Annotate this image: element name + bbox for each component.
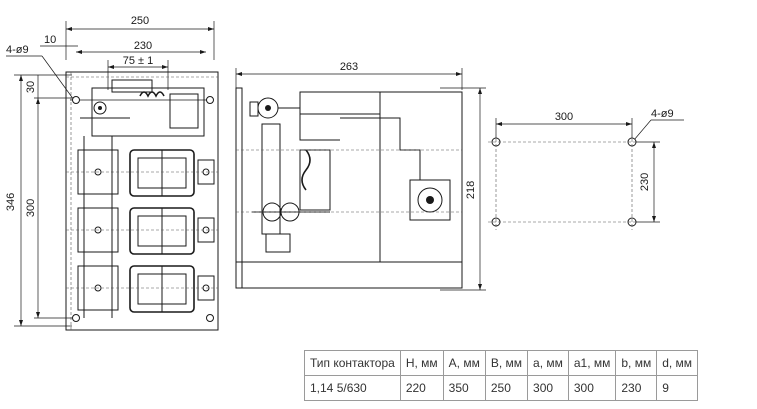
spec-table-header-row: Тип контактора H, мм A, мм B, мм a, мм a…	[304, 350, 699, 376]
dim-front-top-offset: 30	[25, 81, 37, 93]
dim-front-hole-spacing: 230	[134, 40, 152, 52]
spec-cell: 230	[615, 375, 658, 401]
table-row: 1,14 5/630 220 350 250 300 300 230 9	[304, 375, 699, 401]
spec-header-cell: a, мм	[527, 350, 569, 376]
dim-mount-width: 300	[555, 111, 573, 123]
spec-cell: 300	[567, 375, 617, 401]
spec-cell: 9	[656, 375, 699, 401]
dim-mount-height: 230	[639, 173, 651, 191]
spec-cell: 220	[399, 375, 444, 401]
dim-front-holes: 4-ø9	[6, 44, 29, 56]
front-view: 250 10 230 75 ± 1 4-ø9	[5, 15, 219, 331]
pole-1	[66, 149, 218, 197]
spec-cell: 300	[527, 375, 569, 401]
dim-mount-holes: 4-ø9	[651, 108, 674, 120]
pole-3	[66, 265, 218, 313]
dim-front-center-spacing: 75 ± 1	[123, 55, 154, 67]
dim-side-depth: 263	[340, 61, 358, 73]
mounting-holes-view: 300 4-ø9 230	[488, 108, 684, 230]
spec-header-cell: H, мм	[399, 350, 444, 376]
spec-header-cell: Тип контактора	[304, 350, 401, 376]
contactor-drawing: 250 10 230 75 ± 1 4-ø9	[5, 15, 684, 331]
dim-front-height-inner: 300	[25, 199, 37, 217]
spec-cell: 1,14 5/630	[304, 375, 401, 401]
dim-front-width: 250	[131, 15, 149, 27]
spec-header-cell: d, мм	[656, 350, 699, 376]
spec-table: Тип контактора H, мм A, мм B, мм a, мм a…	[304, 350, 699, 401]
dim-front-offset: 10	[44, 34, 56, 46]
side-view: 263 218	[235, 61, 486, 291]
spec-header-cell: B, мм	[484, 350, 529, 376]
spec-header-cell: b, мм	[615, 350, 658, 376]
spec-cell: 250	[484, 375, 529, 401]
spec-cell: 350	[442, 375, 486, 401]
pole-2	[66, 207, 218, 255]
spec-header-cell: a1, мм	[567, 350, 617, 376]
spec-header-cell: A, мм	[442, 350, 486, 376]
dim-front-height-total: 346	[5, 193, 17, 211]
dim-side-height: 218	[465, 181, 477, 199]
